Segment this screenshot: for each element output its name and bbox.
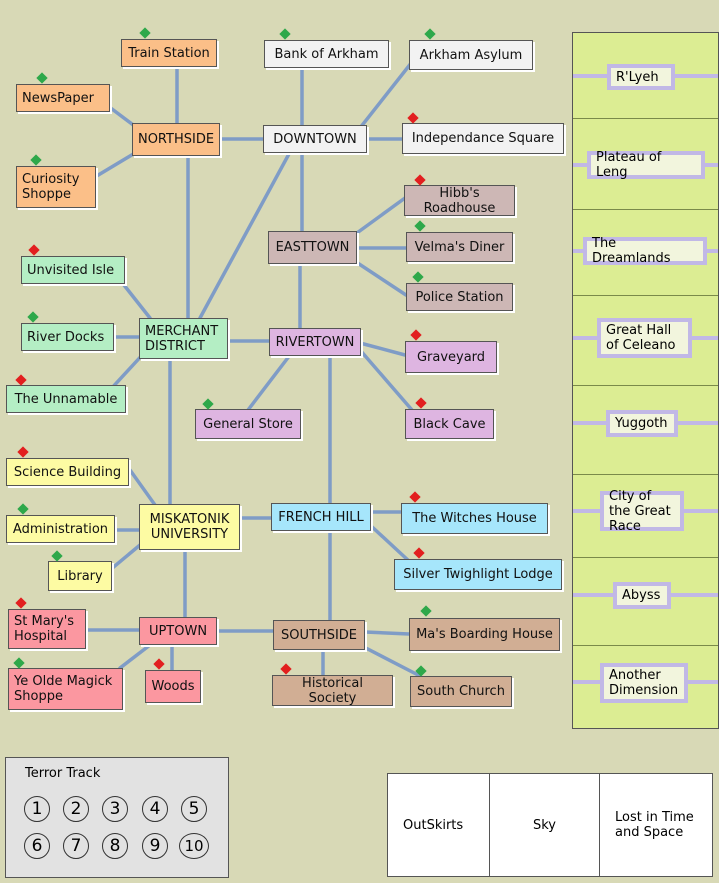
independance-square[interactable]: Independance Square bbox=[402, 123, 564, 154]
terror-track-4[interactable]: 4 bbox=[142, 796, 168, 822]
terror-track-7[interactable]: 7 bbox=[63, 833, 89, 859]
street-line bbox=[348, 256, 408, 297]
otherworld-yuggoth[interactable]: Yuggoth bbox=[606, 410, 678, 437]
other-worlds-panel: R'Lyeh Plateau of Leng The Dreamlands Gr… bbox=[572, 32, 719, 729]
street-line bbox=[118, 643, 152, 670]
river-docks[interactable]: River Docks bbox=[21, 323, 114, 351]
terror-track-panel: Terror Track 1 2 3 4 5 6 7 8 9 10 bbox=[5, 757, 229, 878]
terror-track-1[interactable]: 1 bbox=[24, 796, 50, 822]
lost-in-time-and-space-area[interactable]: Lost in Time and Space bbox=[615, 810, 694, 840]
terror-track-9[interactable]: 9 bbox=[142, 833, 168, 859]
general-store[interactable]: General Store bbox=[195, 409, 301, 439]
terror-track-title: Terror Track bbox=[25, 766, 101, 781]
historical-society[interactable]: Historical Society bbox=[272, 675, 393, 706]
st-marys-hospital[interactable]: St Mary's Hospital bbox=[8, 609, 86, 649]
southside[interactable]: SOUTHSIDE bbox=[273, 620, 365, 650]
mas-boarding-house[interactable]: Ma's Boarding House bbox=[409, 618, 560, 651]
street-line bbox=[108, 543, 142, 572]
otherworld-rlyeh[interactable]: R'Lyeh bbox=[607, 64, 675, 90]
street-line bbox=[358, 341, 407, 357]
street-line bbox=[368, 523, 412, 564]
street-line bbox=[88, 148, 142, 182]
miskatonik-university[interactable]: MISKATONIK UNIVERSITY bbox=[139, 504, 240, 550]
graveyard[interactable]: Graveyard bbox=[405, 341, 497, 373]
outer-areas-panel: OutSkirts Sky Lost in Time and Space bbox=[387, 773, 713, 877]
unvisited-isle[interactable]: Unvisited Isle bbox=[21, 256, 125, 284]
otherworld-plateau-of-leng[interactable]: Plateau of Leng bbox=[587, 150, 705, 180]
otherworld-the-dreamlands[interactable]: The Dreamlands bbox=[583, 236, 707, 266]
otherworld-abyss[interactable]: Abyss bbox=[613, 582, 671, 609]
street-line bbox=[358, 348, 414, 412]
otherworld-another-dimension[interactable]: Another Dimension bbox=[600, 663, 688, 703]
south-church[interactable]: South Church bbox=[410, 676, 512, 707]
science-building[interactable]: Science Building bbox=[6, 458, 129, 486]
street-line bbox=[118, 278, 152, 320]
the-unnamable[interactable]: The Unnamable bbox=[6, 385, 126, 413]
easttown[interactable]: EASTTOWN bbox=[268, 231, 357, 264]
terror-track-3[interactable]: 3 bbox=[102, 796, 128, 822]
curiosity-shoppe[interactable]: Curiosity Shoppe bbox=[16, 166, 96, 208]
merchant-district[interactable]: MERCHANT DISTRICT bbox=[139, 318, 228, 359]
otherworld-city-of-the-great-race[interactable]: City of the Great Race bbox=[600, 489, 684, 534]
terror-track-2[interactable]: 2 bbox=[63, 796, 89, 822]
outskirts-area[interactable]: OutSkirts bbox=[388, 774, 490, 876]
hibbs-roadhouse[interactable]: Hibb's Roadhouse bbox=[404, 185, 515, 216]
street-line bbox=[358, 60, 414, 130]
velmas-diner[interactable]: Velma's Diner bbox=[406, 232, 513, 262]
train-station[interactable]: Train Station bbox=[121, 39, 217, 67]
terror-track-10[interactable]: 10 bbox=[179, 833, 209, 859]
bank-of-arkham[interactable]: Bank of Arkham bbox=[264, 40, 389, 68]
silver-twighlight-lodge[interactable]: Silver Twighlight Lodge bbox=[394, 559, 562, 590]
terror-track-5[interactable]: 5 bbox=[181, 796, 207, 822]
downtown[interactable]: DOWNTOWN bbox=[263, 125, 367, 153]
street-line bbox=[348, 196, 407, 240]
uptown[interactable]: UPTOWN bbox=[139, 617, 217, 645]
terror-track-8[interactable]: 8 bbox=[102, 833, 128, 859]
otherworld-great-hall-of-celeano[interactable]: Great Hall of Celeano bbox=[597, 318, 692, 358]
french-hill[interactable]: FRENCH HILL bbox=[271, 503, 371, 531]
street-line bbox=[198, 150, 292, 320]
newspaper[interactable]: NewsPaper bbox=[16, 84, 110, 112]
street-line bbox=[358, 643, 422, 678]
street-line bbox=[363, 630, 411, 636]
black-cave[interactable]: Black Cave bbox=[405, 409, 494, 439]
woods[interactable]: Woods bbox=[145, 670, 201, 703]
sky-area[interactable]: Sky bbox=[490, 774, 600, 876]
street-line bbox=[246, 353, 292, 412]
the-witches-house[interactable]: The Witches House bbox=[401, 503, 548, 534]
ye-olde-magick-shoppe[interactable]: Ye Olde Magick Shoppe bbox=[8, 668, 123, 710]
northside[interactable]: NORTHSIDE bbox=[132, 123, 220, 156]
police-station[interactable]: Police Station bbox=[406, 283, 513, 311]
rivertown[interactable]: RIVERTOWN bbox=[269, 328, 361, 356]
administration[interactable]: Administration bbox=[6, 515, 115, 543]
street-line bbox=[128, 468, 157, 507]
library[interactable]: Library bbox=[48, 561, 112, 591]
terror-track-6[interactable]: 6 bbox=[24, 833, 50, 859]
arkham-asylum[interactable]: Arkham Asylum bbox=[409, 40, 533, 70]
